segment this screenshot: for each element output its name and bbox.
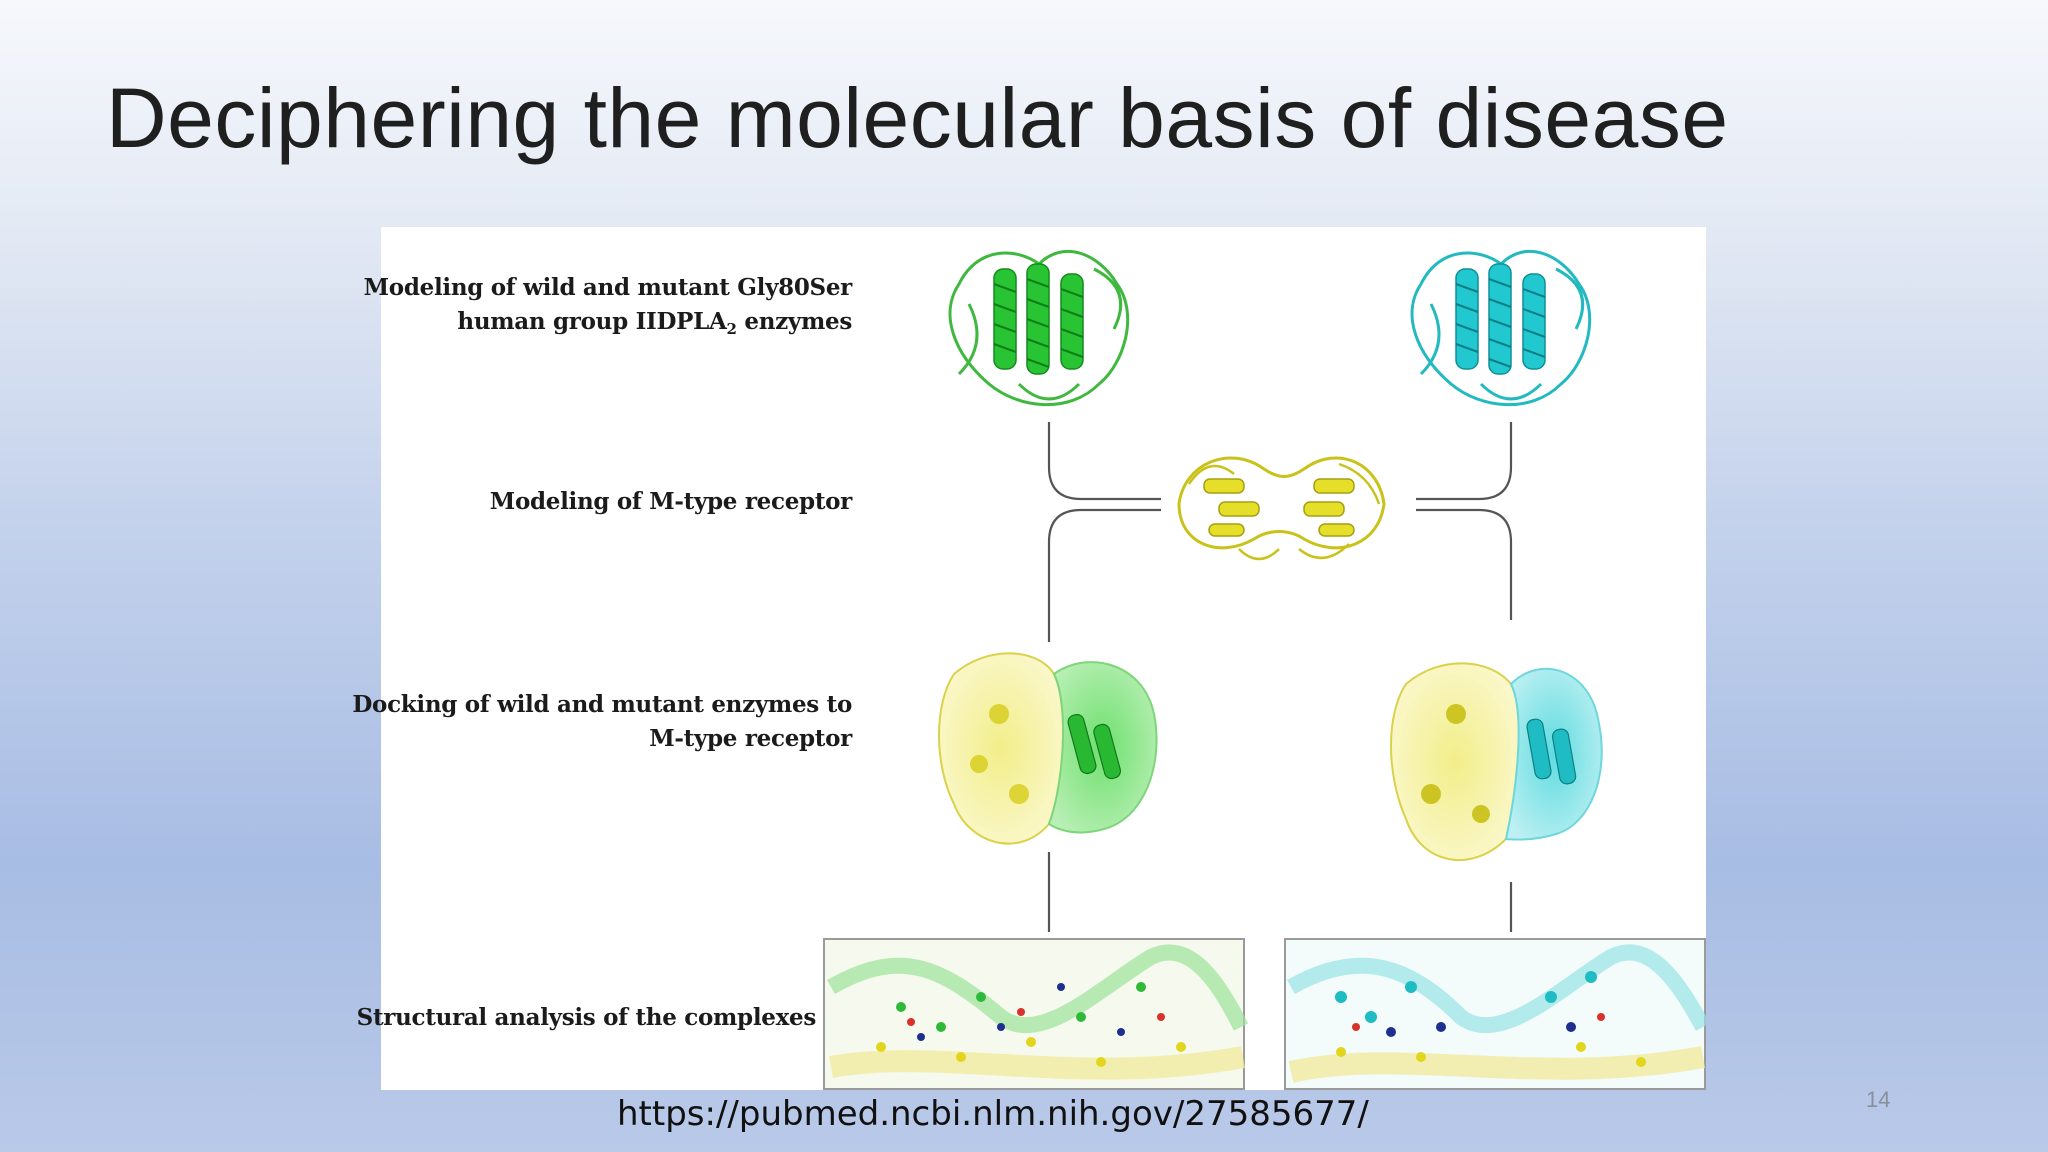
receptor-ribbon-icon <box>1177 456 1386 561</box>
wild-interface-detail-icon <box>823 938 1249 1090</box>
connector-receptor-to-mutant-dock <box>1416 508 1513 620</box>
slide-title: Deciphering the molecular basis of disea… <box>106 71 1729 165</box>
step-label-modeling-receptor: Modeling of M-type receptor <box>489 488 853 515</box>
wild-complex-surface-icon <box>938 652 1158 845</box>
workflow-figure: Modeling of wild and mutant Gly80Ser hum… <box>352 227 1706 1090</box>
wild-enzyme-ribbon-icon <box>948 249 1130 407</box>
connector-wild-to-receptor <box>1047 422 1161 501</box>
connector-lines <box>1047 422 1513 932</box>
connector-mutant-to-receptor <box>1416 422 1513 501</box>
step-label-structural-analysis: Structural analysis of the complexes <box>356 1004 817 1031</box>
mutant-enzyme-ribbon-icon <box>1410 249 1592 407</box>
source-link[interactable]: https://pubmed.ncbi.nlm.nih.gov/27585677… <box>617 1094 1369 1134</box>
step-label-modeling-enzymes: Modeling of wild and mutant Gly80Ser hum… <box>363 274 853 338</box>
step-label-docking: Docking of wild and mutant enzymes to M-… <box>352 691 852 752</box>
figure-graphics <box>823 249 1706 1090</box>
connector-receptor-to-wild-dock <box>1047 508 1161 642</box>
mutant-interface-detail-icon <box>1284 938 1706 1090</box>
page-number: 14 <box>1866 1087 1891 1112</box>
mutant-complex-surface-icon <box>1390 662 1603 861</box>
